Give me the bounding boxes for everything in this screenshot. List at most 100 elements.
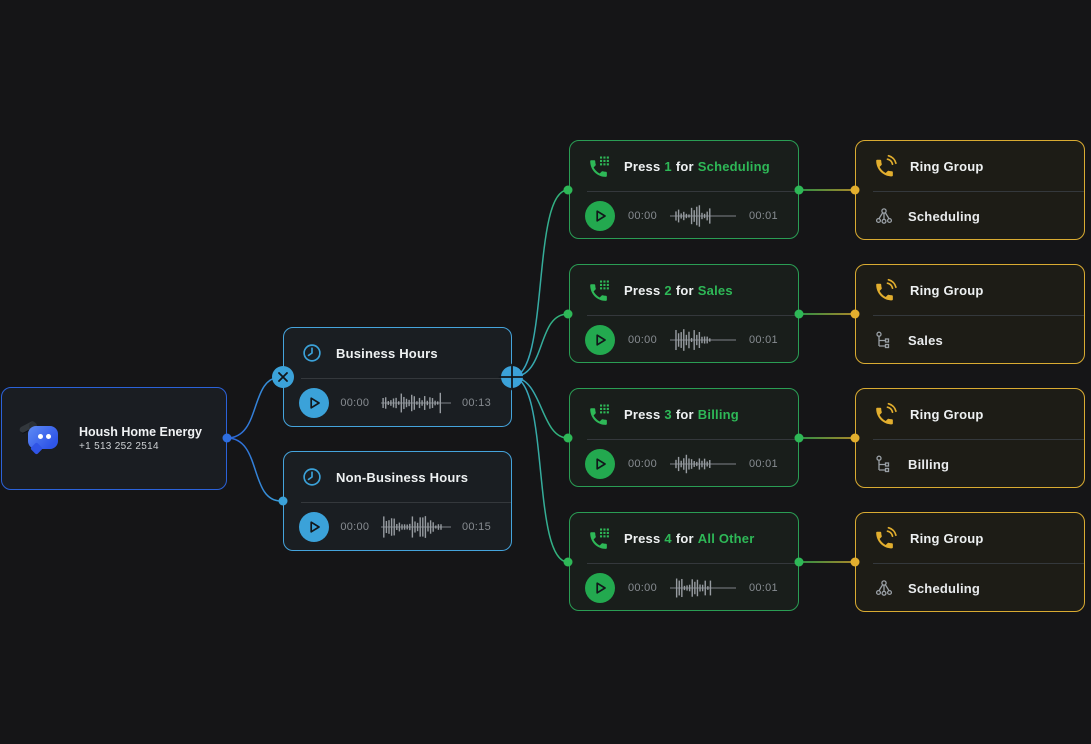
business-hours-node[interactable]: Business Hours 00:00 00:13: [283, 327, 512, 427]
play-button[interactable]: [299, 511, 329, 542]
remove-connection-button[interactable]: [272, 366, 294, 388]
divider: [587, 563, 798, 564]
press-2-node[interactable]: Press 2 for Sales 00:00 00:01: [569, 264, 799, 363]
waveform[interactable]: [380, 390, 451, 416]
connector-dot-press3-in[interactable]: [563, 433, 573, 443]
member-name: Billing: [908, 456, 950, 472]
connector-dot-press1-in[interactable]: [563, 185, 573, 195]
duration-time: 00:01: [748, 581, 778, 594]
non-business-hours-node[interactable]: Non-Business Hours 00:00 00:15: [283, 451, 512, 551]
ringing-phone-icon: [876, 526, 897, 549]
waveform[interactable]: [669, 203, 736, 229]
press-4-node[interactable]: Press 4 for All Other 00:00 00:01: [569, 512, 799, 611]
elapsed-time: 00:00: [627, 581, 657, 594]
ring-group-2-node[interactable]: Ring Group Sales: [855, 264, 1085, 364]
elapsed-time: 00:00: [340, 396, 370, 409]
connector-dot-press2-in[interactable]: [563, 309, 573, 319]
connector-dot-ring1-in[interactable]: [850, 185, 860, 195]
connector-dot-non-business-in[interactable]: [278, 496, 288, 506]
duration-time: 00:01: [748, 333, 778, 346]
play-button[interactable]: [585, 200, 615, 231]
waveform[interactable]: [669, 327, 736, 353]
phone-number-node[interactable]: Housh Home Energy +1 513 252 2514: [1, 387, 227, 490]
audio-player: 00:00 00:15: [284, 503, 511, 550]
divider: [587, 315, 798, 316]
wire-plus-to-press-1: [511, 189, 569, 378]
divider: [301, 502, 511, 503]
play-button[interactable]: [299, 387, 329, 418]
clock-icon: [303, 468, 321, 486]
waveform[interactable]: [669, 451, 736, 477]
duration-time: 00:01: [748, 209, 778, 222]
connector-dot-press4-in[interactable]: [563, 557, 573, 567]
ring-group-3-node[interactable]: Ring Group Billing: [855, 388, 1085, 488]
connector-dot-press3-out[interactable]: [794, 433, 804, 443]
audio-player: 00:00 00:13: [284, 379, 511, 426]
elapsed-time: 00:00: [627, 333, 657, 346]
wire-root-to-non-business-hours: [226, 437, 282, 502]
play-icon: [596, 209, 606, 222]
node-title: Press 2 for Sales: [624, 282, 733, 298]
org-chart-icon: [875, 580, 893, 596]
elapsed-time: 00:00: [627, 209, 657, 222]
chat-bubble-shape: [28, 425, 58, 449]
connector-dot-root-out[interactable]: [222, 433, 232, 443]
ring-group-4-node[interactable]: Ring Group Scheduling: [855, 512, 1085, 612]
play-button[interactable]: [585, 572, 615, 603]
divider: [873, 315, 1084, 316]
node-title: Ring Group: [910, 530, 984, 546]
connector-dot-press4-out[interactable]: [794, 557, 804, 567]
org-chart-icon: [875, 208, 893, 224]
connector-dot-ring4-in[interactable]: [850, 557, 860, 567]
press-3-node[interactable]: Press 3 for Billing 00:00 00:01: [569, 388, 799, 487]
phone-keypad-icon: [590, 404, 609, 425]
node-title: Press 1 for Scheduling: [624, 158, 770, 174]
ringing-phone-icon: [876, 154, 897, 177]
play-icon: [310, 396, 320, 409]
add-branch-button[interactable]: [498, 363, 526, 391]
divider: [587, 191, 798, 192]
play-icon: [310, 520, 320, 533]
ring-group-member[interactable]: Sales: [856, 316, 1084, 364]
bubble-dot: [46, 433, 51, 439]
connector-dot-press1-out[interactable]: [794, 185, 804, 195]
play-icon: [596, 333, 606, 346]
branch-tree-icon: [876, 331, 890, 349]
close-icon: [278, 372, 288, 382]
duration-time: 00:01: [748, 457, 778, 470]
press-1-node[interactable]: Press 1 for Scheduling 00:00 00:01: [569, 140, 799, 239]
node-title: Ring Group: [910, 158, 984, 174]
ring-group-member[interactable]: Billing: [856, 440, 1084, 488]
node-title: Business Hours: [336, 345, 438, 361]
connector-dot-ring3-in[interactable]: [850, 433, 860, 443]
clock-icon: [303, 344, 321, 362]
audio-player: 00:00 00:01: [570, 564, 798, 611]
play-button[interactable]: [585, 324, 615, 355]
ring-group-1-node[interactable]: Ring Group Scheduling: [855, 140, 1085, 240]
connector-dot-press2-out[interactable]: [794, 309, 804, 319]
phone-keypad-icon: [590, 528, 609, 549]
waveform[interactable]: [380, 514, 451, 540]
ring-group-member[interactable]: Scheduling: [856, 564, 1084, 612]
ringing-phone-icon: [876, 402, 897, 425]
node-title: Press 3 for Billing: [624, 406, 739, 422]
play-icon: [596, 457, 606, 470]
node-title: Non-Business Hours: [336, 469, 469, 485]
audio-player: 00:00 00:01: [570, 440, 798, 487]
plus-icon: [498, 363, 526, 391]
waveform[interactable]: [669, 575, 736, 601]
connector-dot-ring2-in[interactable]: [850, 309, 860, 319]
wire-plus-to-press-4: [511, 376, 569, 563]
play-button[interactable]: [585, 448, 615, 479]
company-name: Housh Home Energy: [79, 425, 202, 439]
node-title: Ring Group: [910, 282, 984, 298]
duration-time: 00:13: [461, 396, 491, 409]
divider: [587, 439, 798, 440]
audio-player: 00:00 00:01: [570, 192, 798, 239]
ring-group-member[interactable]: Scheduling: [856, 192, 1084, 240]
divider: [873, 439, 1084, 440]
divider: [873, 563, 1084, 564]
audio-player: 00:00 00:01: [570, 316, 798, 363]
